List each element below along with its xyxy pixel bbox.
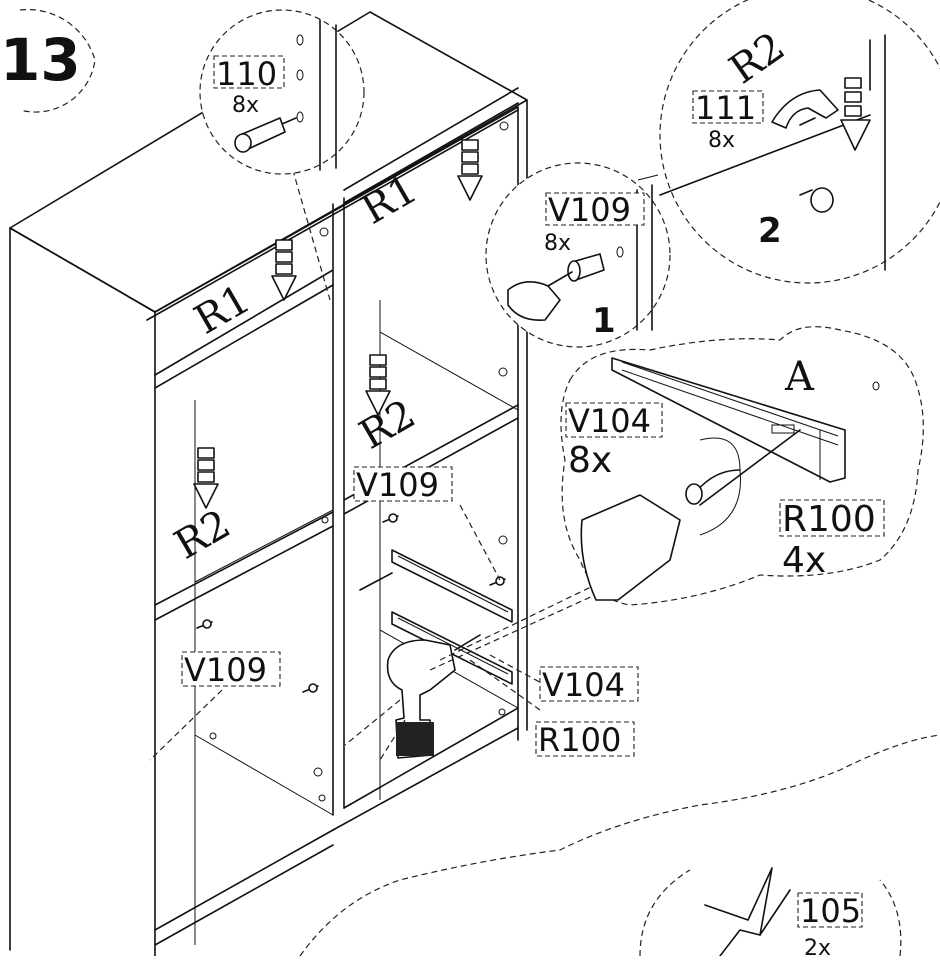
part-qty-v104-detail: 8x: [568, 440, 612, 481]
part-code-v104-detail: V104: [568, 402, 651, 440]
part-code-110: 110: [216, 55, 277, 93]
lightning-icon: [704, 867, 773, 957]
down-arrow-icon: [457, 139, 483, 201]
label-v104-main: V104: [542, 666, 625, 704]
drawer-runners: [391, 549, 513, 685]
label-r100-main: R100: [538, 721, 621, 759]
lower-detail: 105 2x: [299, 734, 940, 961]
part-code-111: 111: [695, 89, 756, 127]
part-qty-105: 2x: [804, 936, 831, 956]
down-arrow-icon: [365, 354, 391, 416]
body-labels: V109 V109 V104 R100: [181, 466, 639, 759]
insert-arrow-icons: [193, 139, 483, 509]
detail-circle-v109: V109 8x 1: [485, 162, 671, 348]
label-v109-left: V109: [184, 651, 267, 689]
detail-cloud-runner: A V104 8x R100 4x: [560, 326, 924, 606]
panel-label-r2-left: R2: [167, 501, 238, 569]
down-arrow-icon: [193, 447, 219, 509]
part-qty-111: 8x: [708, 128, 735, 153]
step-number-badge: 13: [0, 8, 96, 113]
panel-label-r2-right: R2: [352, 391, 423, 459]
detail-circle-111: R2 111 8x 2: [659, 0, 940, 284]
part-qty-r100-detail: 4x: [782, 540, 826, 581]
part-qty-v109-top: 8x: [544, 231, 571, 256]
label-v109-mid: V109: [356, 466, 439, 504]
down-arrow-icon: [271, 239, 297, 301]
part-code-105: 105: [800, 892, 861, 930]
substep-number-2: 2: [758, 211, 782, 251]
panel-label-a: A: [784, 354, 815, 400]
part-qty-110: 8x: [232, 93, 259, 118]
step-number: 13: [0, 26, 81, 94]
hardware-marks: [209, 121, 509, 802]
detail-circle-110: 110 8x: [199, 9, 365, 175]
leader-lines: [149, 159, 596, 761]
drill-icon: [386, 634, 481, 759]
part-code-v109-top: V109: [548, 191, 631, 229]
screw-icons: [196, 513, 506, 693]
substep-number-1: 1: [592, 301, 616, 341]
down-arrow-icon: [840, 77, 871, 151]
part-code-r100-detail: R100: [782, 499, 876, 540]
